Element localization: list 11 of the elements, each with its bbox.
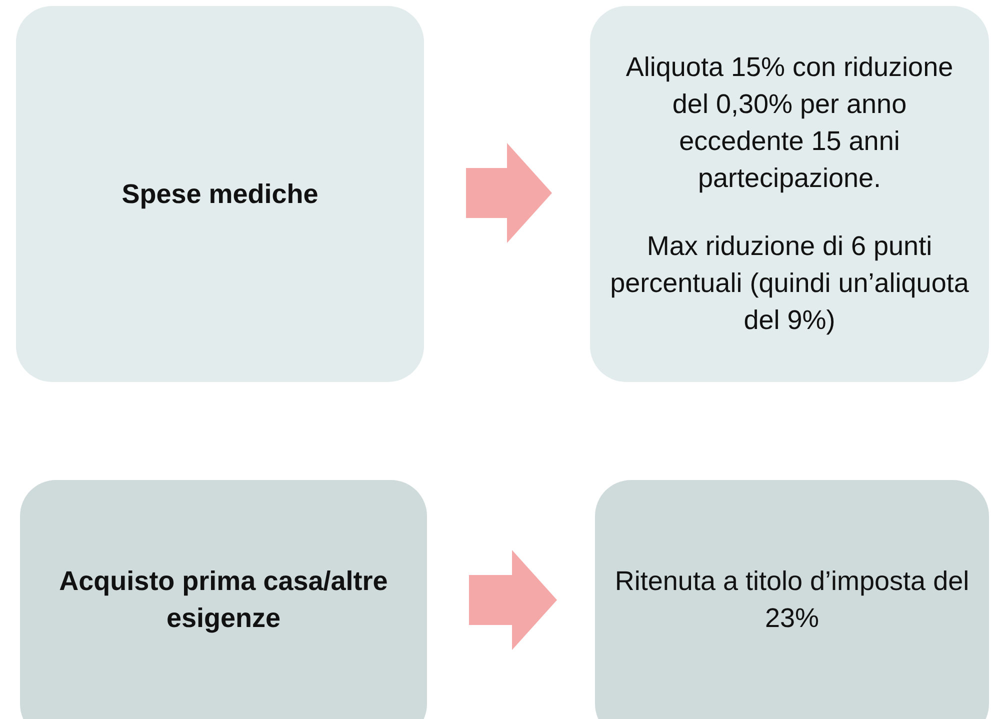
box-text: Max riduzione di 6 punti percentuali (quindi un’aliquota del 9%) bbox=[609, 230, 970, 337]
rounded-box bbox=[20, 480, 427, 719]
box-text: Aliquota 15% con riduzione del 0,30% per anno eccedente 15 anni partecipazione. bbox=[624, 51, 954, 195]
rounded-box bbox=[590, 6, 989, 382]
box-heading: Spese mediche bbox=[122, 178, 318, 211]
rounded-box bbox=[595, 480, 989, 719]
block-arrow bbox=[466, 143, 552, 243]
box-text: Ritenuta a titolo d’imposta del 23% bbox=[614, 565, 970, 635]
rounded-box bbox=[16, 6, 424, 382]
block-arrow bbox=[469, 550, 557, 650]
box-heading: Acquisto prima casa/altre esigenze bbox=[58, 565, 389, 635]
